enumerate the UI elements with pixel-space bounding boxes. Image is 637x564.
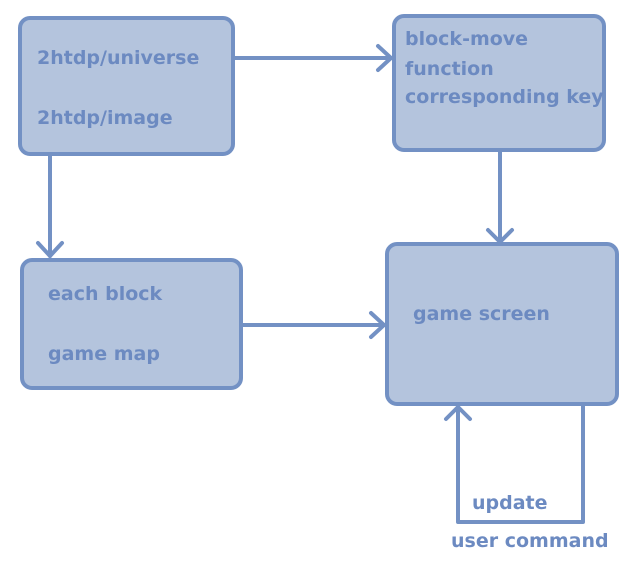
arrow-update-loop [456,403,585,524]
arrowhead-screen-bottom [444,405,472,421]
corresponding-key-label: corresponding key [405,86,604,108]
block-move-label: block-move [405,28,529,50]
game-map-label: game map [48,343,160,365]
update-label: update [472,492,548,514]
function-label: function [405,58,494,80]
libraries-box [18,16,235,156]
block-move-box [392,14,606,152]
game-screen-box [385,242,619,406]
game-screen-label: game screen [413,303,550,325]
blocks-box [20,258,243,390]
library-universe-label: 2htdp/universe [37,47,200,69]
each-block-label: each block [48,283,163,305]
arrowhead-blocks [36,241,64,258]
library-image-label: 2htdp/image [37,107,173,129]
arrowhead-block-move [376,44,393,72]
user-command-label: user command [451,530,609,552]
arrowhead-screen-left [369,311,386,339]
